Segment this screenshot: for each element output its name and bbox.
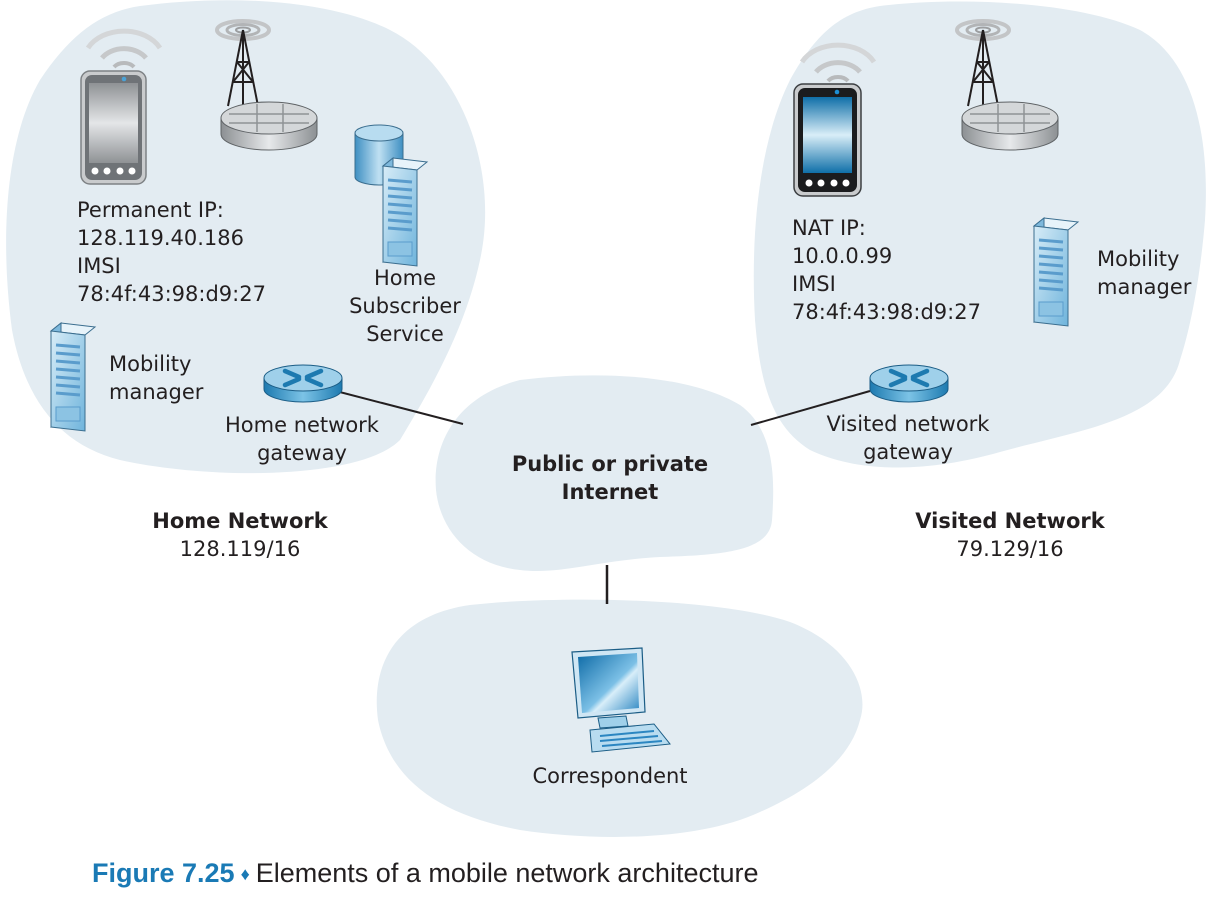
figure-number: Figure 7.25 <box>92 858 235 888</box>
home-mobility-manager-label: Mobility manager <box>109 350 203 406</box>
visited-device-ip-title: NAT IP: <box>792 216 866 240</box>
hss-label: Home Subscriber Service <box>343 264 467 348</box>
home-device-ip: 128.119.40.186 <box>77 226 244 250</box>
home-network-caption: Home Network 128.119/16 <box>140 507 340 563</box>
diamond-separator-icon: ♦ <box>240 864 250 884</box>
visited-mobility-manager-label: Mobility manager <box>1097 245 1191 301</box>
home-gateway-link <box>331 389 464 425</box>
hss-label-line: Home <box>373 266 436 290</box>
visited-network-title: Visited Network <box>915 509 1105 533</box>
home-device-imsi: 78:4f:43:98:d9:27 <box>77 282 266 306</box>
hss-label-line: Service <box>366 322 444 346</box>
home-network-prefix: 128.119/16 <box>179 537 301 561</box>
visited-gateway-label: Visited network gateway <box>808 410 1008 466</box>
smartphone-icon <box>793 83 862 197</box>
router-icon <box>264 365 342 402</box>
home-network-title: Home Network <box>152 509 328 533</box>
internet-label-line: Public or private <box>511 452 709 476</box>
internet-cloud <box>435 375 774 572</box>
figure-caption: Figure 7.25♦Elements of a mobile network… <box>92 858 758 889</box>
smartphone-icon <box>80 70 147 185</box>
base-station-icon <box>220 101 318 151</box>
correspondent-label: Correspondent <box>532 764 688 788</box>
internet-label-line: Internet <box>561 480 659 504</box>
hss-label-line: Subscriber <box>349 294 461 318</box>
home-device-ip-title: Permanent IP: <box>77 198 224 222</box>
visited-network-caption: Visited Network 79.129/16 <box>900 507 1120 563</box>
home-device-imsi-title: IMSI <box>77 254 121 278</box>
figure-caption-text: Elements of a mobile network architectur… <box>255 858 759 888</box>
gateway-label-line: gateway <box>257 441 347 465</box>
home-device-label: Permanent IP: 128.119.40.186 IMSI 78:4f:… <box>77 196 266 308</box>
gateway-label-line: gateway <box>863 440 953 464</box>
visited-network-prefix: 79.129/16 <box>956 537 1064 561</box>
mobility-manager-label-line: Mobility <box>109 352 192 376</box>
mobility-manager-label-line: manager <box>1097 275 1192 299</box>
visited-device-imsi: 78:4f:43:98:d9:27 <box>792 300 981 324</box>
visited-network-cloud <box>753 1 1206 468</box>
visited-gateway-link <box>750 390 871 426</box>
mobility-manager-label-line: Mobility <box>1097 247 1180 271</box>
home-gateway-label: Home network gateway <box>212 411 392 467</box>
visited-device-imsi-title: IMSI <box>792 272 836 296</box>
visited-device-ip: 10.0.0.99 <box>792 244 893 268</box>
router-icon <box>870 365 948 402</box>
visited-device-label: NAT IP: 10.0.0.99 IMSI 78:4f:43:98:d9:27 <box>792 214 981 326</box>
internet-label: Public or private Internet <box>500 450 720 506</box>
gateway-label-line: Home network <box>225 413 379 437</box>
mobility-manager-label-line: manager <box>109 380 204 404</box>
desktop-computer-icon <box>571 647 671 753</box>
gateway-label-line: Visited network <box>826 412 990 436</box>
base-station-icon <box>961 101 1059 151</box>
